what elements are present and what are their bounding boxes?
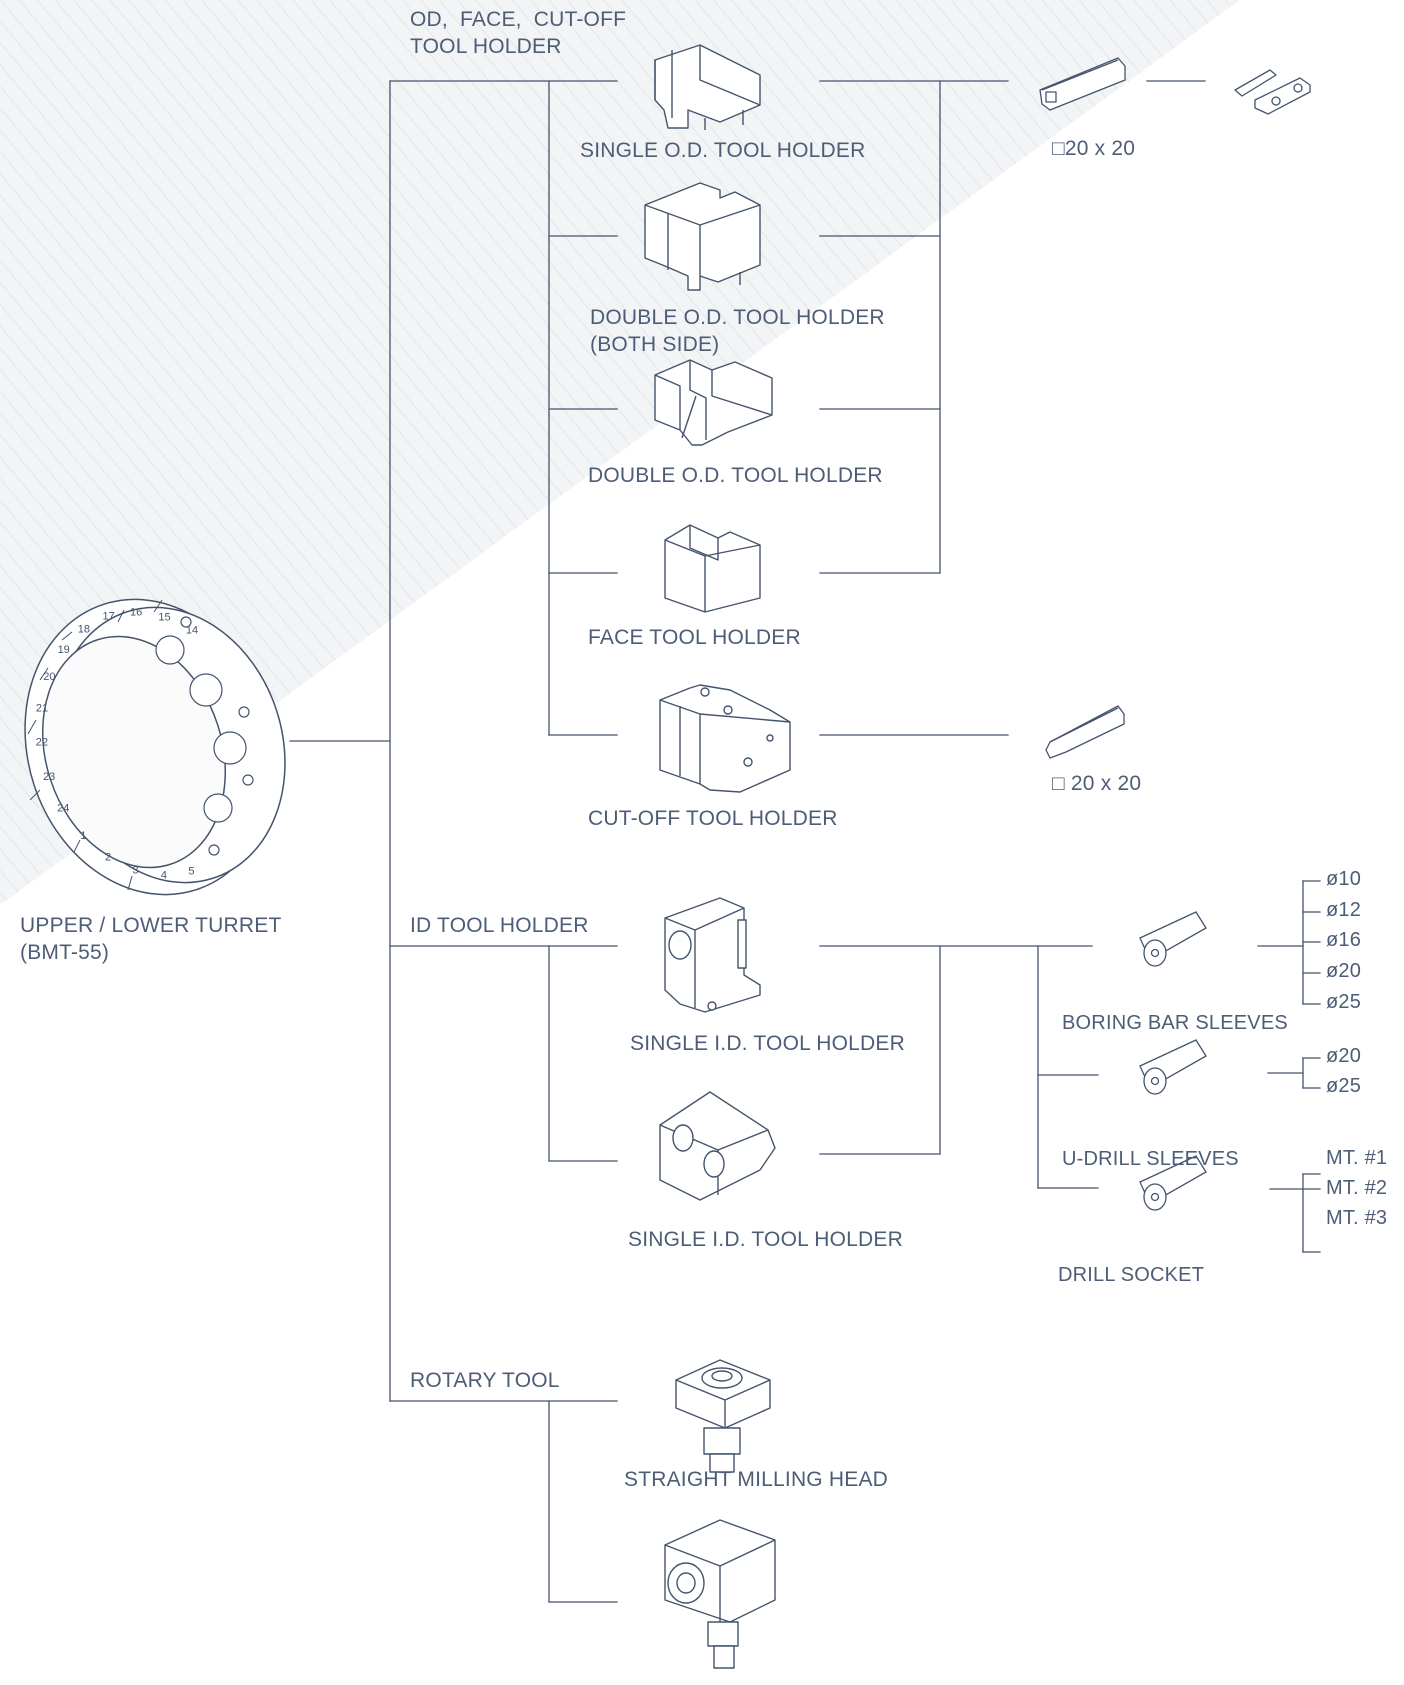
drill-socket-size-3: MT. #3 <box>1326 1207 1388 1229</box>
turret-number: 24 <box>57 803 69 815</box>
drill-socket-label: DRILL SOCKET <box>1058 1264 1205 1286</box>
rotary-group-title: ROTARY TOOL <box>410 1369 560 1392</box>
striped-background <box>0 0 1240 905</box>
boring-bar-sleeve-icon <box>1139 911 1207 967</box>
boring-size-5: ø25 <box>1326 991 1362 1013</box>
drill-socket-size-2: MT. #2 <box>1326 1177 1388 1199</box>
id-group-title: ID TOOL HOLDER <box>410 914 589 937</box>
boring-size-2: ø12 <box>1326 899 1362 921</box>
cut-off-holder-label: CUT-OFF TOOL HOLDER <box>588 807 838 830</box>
single-id-holder-1-icon <box>664 897 761 1013</box>
face-tool-holder-icon <box>664 524 761 613</box>
turret-number: 19 <box>58 644 70 656</box>
square-shank-tool-icon <box>1039 57 1126 111</box>
insert-pair-icon <box>1234 69 1311 115</box>
face-tool-holder-label: FACE TOOL HOLDER <box>588 626 801 649</box>
single-od-holder-label: SINGLE O.D. TOOL HOLDER <box>580 139 866 162</box>
turret-number: 20 <box>43 671 55 683</box>
double-od-holder-icon <box>654 359 773 446</box>
double-od-holder-label: DOUBLE O.D. TOOL HOLDER <box>588 464 883 487</box>
turret-number: 21 <box>36 703 48 715</box>
turret-number: 3 <box>132 865 138 877</box>
u-drill-sleeve-icon <box>1139 1039 1207 1095</box>
cut-off-holder-icon <box>659 684 791 793</box>
drill-socket-icon <box>1139 1155 1207 1211</box>
u-drill-size-1: ø20 <box>1326 1045 1362 1067</box>
turret-number: 18 <box>78 623 90 635</box>
straight-milling-head-icon <box>675 1359 771 1473</box>
u-drill-sleeves-label: U-DRILL SLEEVES <box>1062 1148 1239 1170</box>
double-od-both-side-label: DOUBLE O.D. TOOL HOLDER (BOTH SIDE) <box>590 306 885 357</box>
single-id-holder-2-icon <box>659 1091 776 1201</box>
turret-number: 5 <box>188 865 194 877</box>
turret-number: 2 <box>105 851 111 863</box>
turret-number: 1 <box>80 830 86 842</box>
turret-label: UPPER / LOWER TURRET (BMT-55) <box>20 914 282 965</box>
turret-number: 16 <box>130 606 142 618</box>
single-id-holder-1-label: SINGLE I.D. TOOL HOLDER <box>630 1032 905 1055</box>
boring-bar-sleeves-label: BORING BAR SLEEVES <box>1062 1012 1288 1034</box>
cut-off-shank-size-label: □ 20 x 20 <box>1052 772 1142 795</box>
turret-number: 17 <box>102 611 114 623</box>
turret-number: 4 <box>161 870 167 882</box>
turret-number: 15 <box>158 611 170 623</box>
single-od-holder-icon <box>654 44 761 130</box>
boring-size-1: ø10 <box>1326 868 1362 890</box>
single-id-holder-2-label: SINGLE I.D. TOOL HOLDER <box>628 1228 903 1251</box>
turret-icon <box>24 598 286 896</box>
boring-size-3: ø16 <box>1326 929 1362 951</box>
drill-socket-size-1: MT. #1 <box>1326 1147 1388 1169</box>
turret-number: 22 <box>36 737 48 749</box>
double-od-both-side-holder-icon <box>644 182 761 291</box>
angle-milling-head-icon <box>664 1519 776 1669</box>
od-group-title: OD, FACE, CUT-OFF TOOL HOLDER <box>410 8 627 59</box>
turret-number: 14 <box>186 625 198 637</box>
straight-milling-head-label: STRAIGHT MILLING HEAD <box>624 1468 889 1491</box>
turret-number: 23 <box>43 771 55 783</box>
shank-size-label: □20 x 20 <box>1052 137 1136 160</box>
u-drill-size-2: ø25 <box>1326 1075 1362 1097</box>
boring-size-4: ø20 <box>1326 960 1362 982</box>
cut-off-blade-icon <box>1045 705 1125 759</box>
